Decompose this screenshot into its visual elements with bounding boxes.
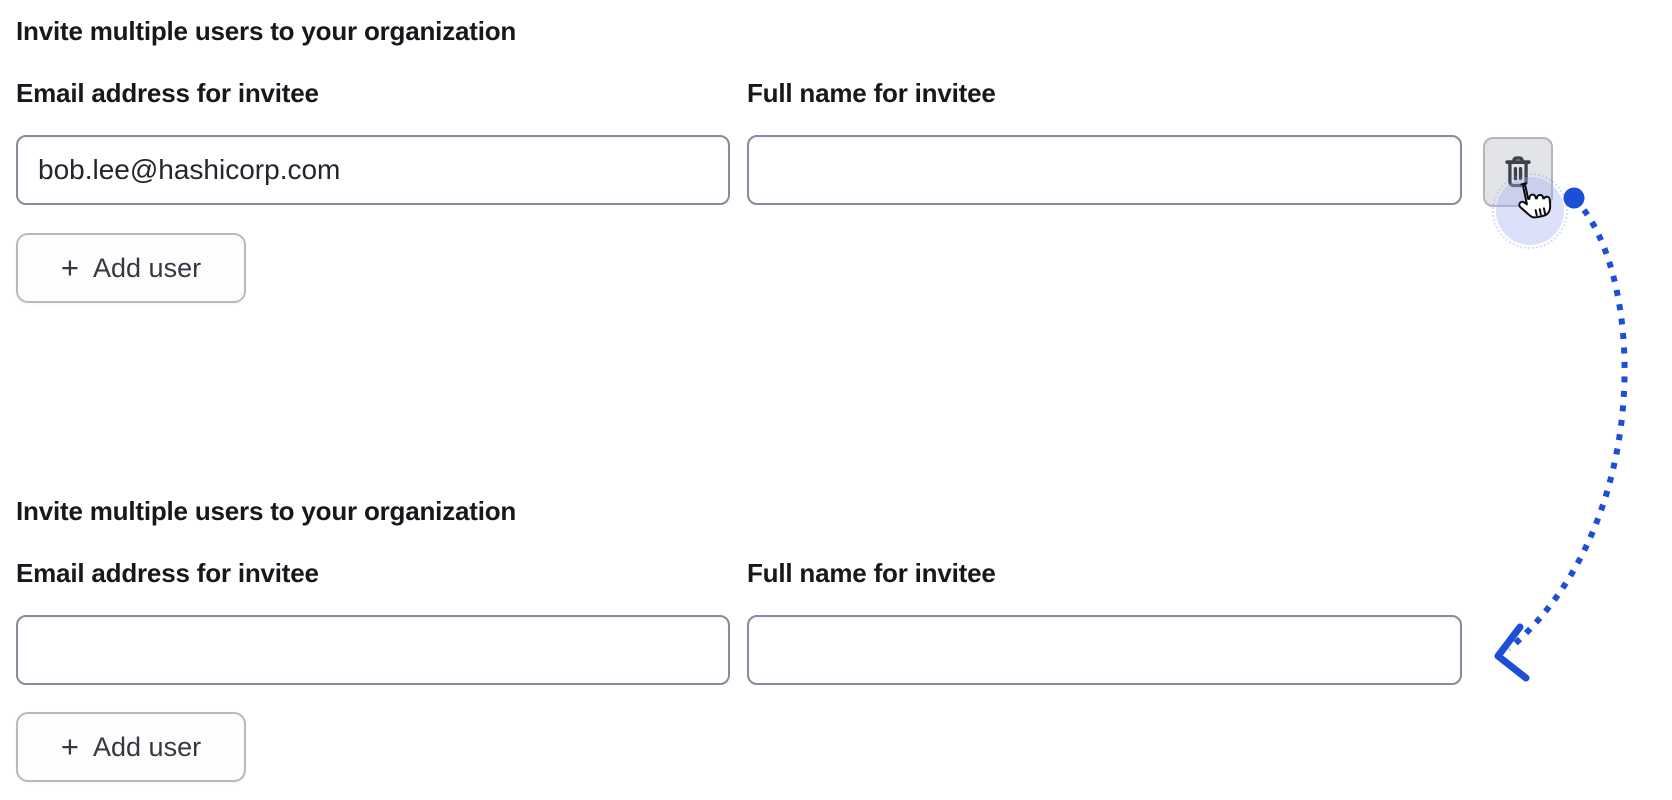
- page-title: Invite multiple users to your organizati…: [16, 16, 517, 46]
- dotted-arrow-path: [1507, 208, 1628, 652]
- arrow-head-icon: [1494, 623, 1530, 682]
- page-title: Invite multiple users to your organizati…: [16, 496, 517, 526]
- email-field-label: Email address for invitee: [16, 78, 319, 108]
- email-field[interactable]: [16, 135, 730, 205]
- email-field-label: Email address for invitee: [16, 558, 319, 588]
- delete-row-button[interactable]: [1483, 137, 1553, 207]
- plus-icon: +: [60, 249, 80, 285]
- add-user-label: Add user: [93, 731, 202, 762]
- add-user-button[interactable]: + Add user: [16, 712, 246, 782]
- add-user-label: Add user: [93, 252, 202, 283]
- click-indicator-dot: [1563, 187, 1585, 209]
- name-field[interactable]: [747, 615, 1462, 685]
- name-field-label: Full name for invitee: [747, 558, 996, 588]
- name-field-label: Full name for invitee: [747, 78, 996, 108]
- plus-icon: +: [60, 728, 80, 764]
- email-field[interactable]: [16, 615, 730, 685]
- add-user-button[interactable]: + Add user: [16, 233, 246, 303]
- name-field[interactable]: [747, 135, 1462, 205]
- trash-icon: [1500, 154, 1536, 190]
